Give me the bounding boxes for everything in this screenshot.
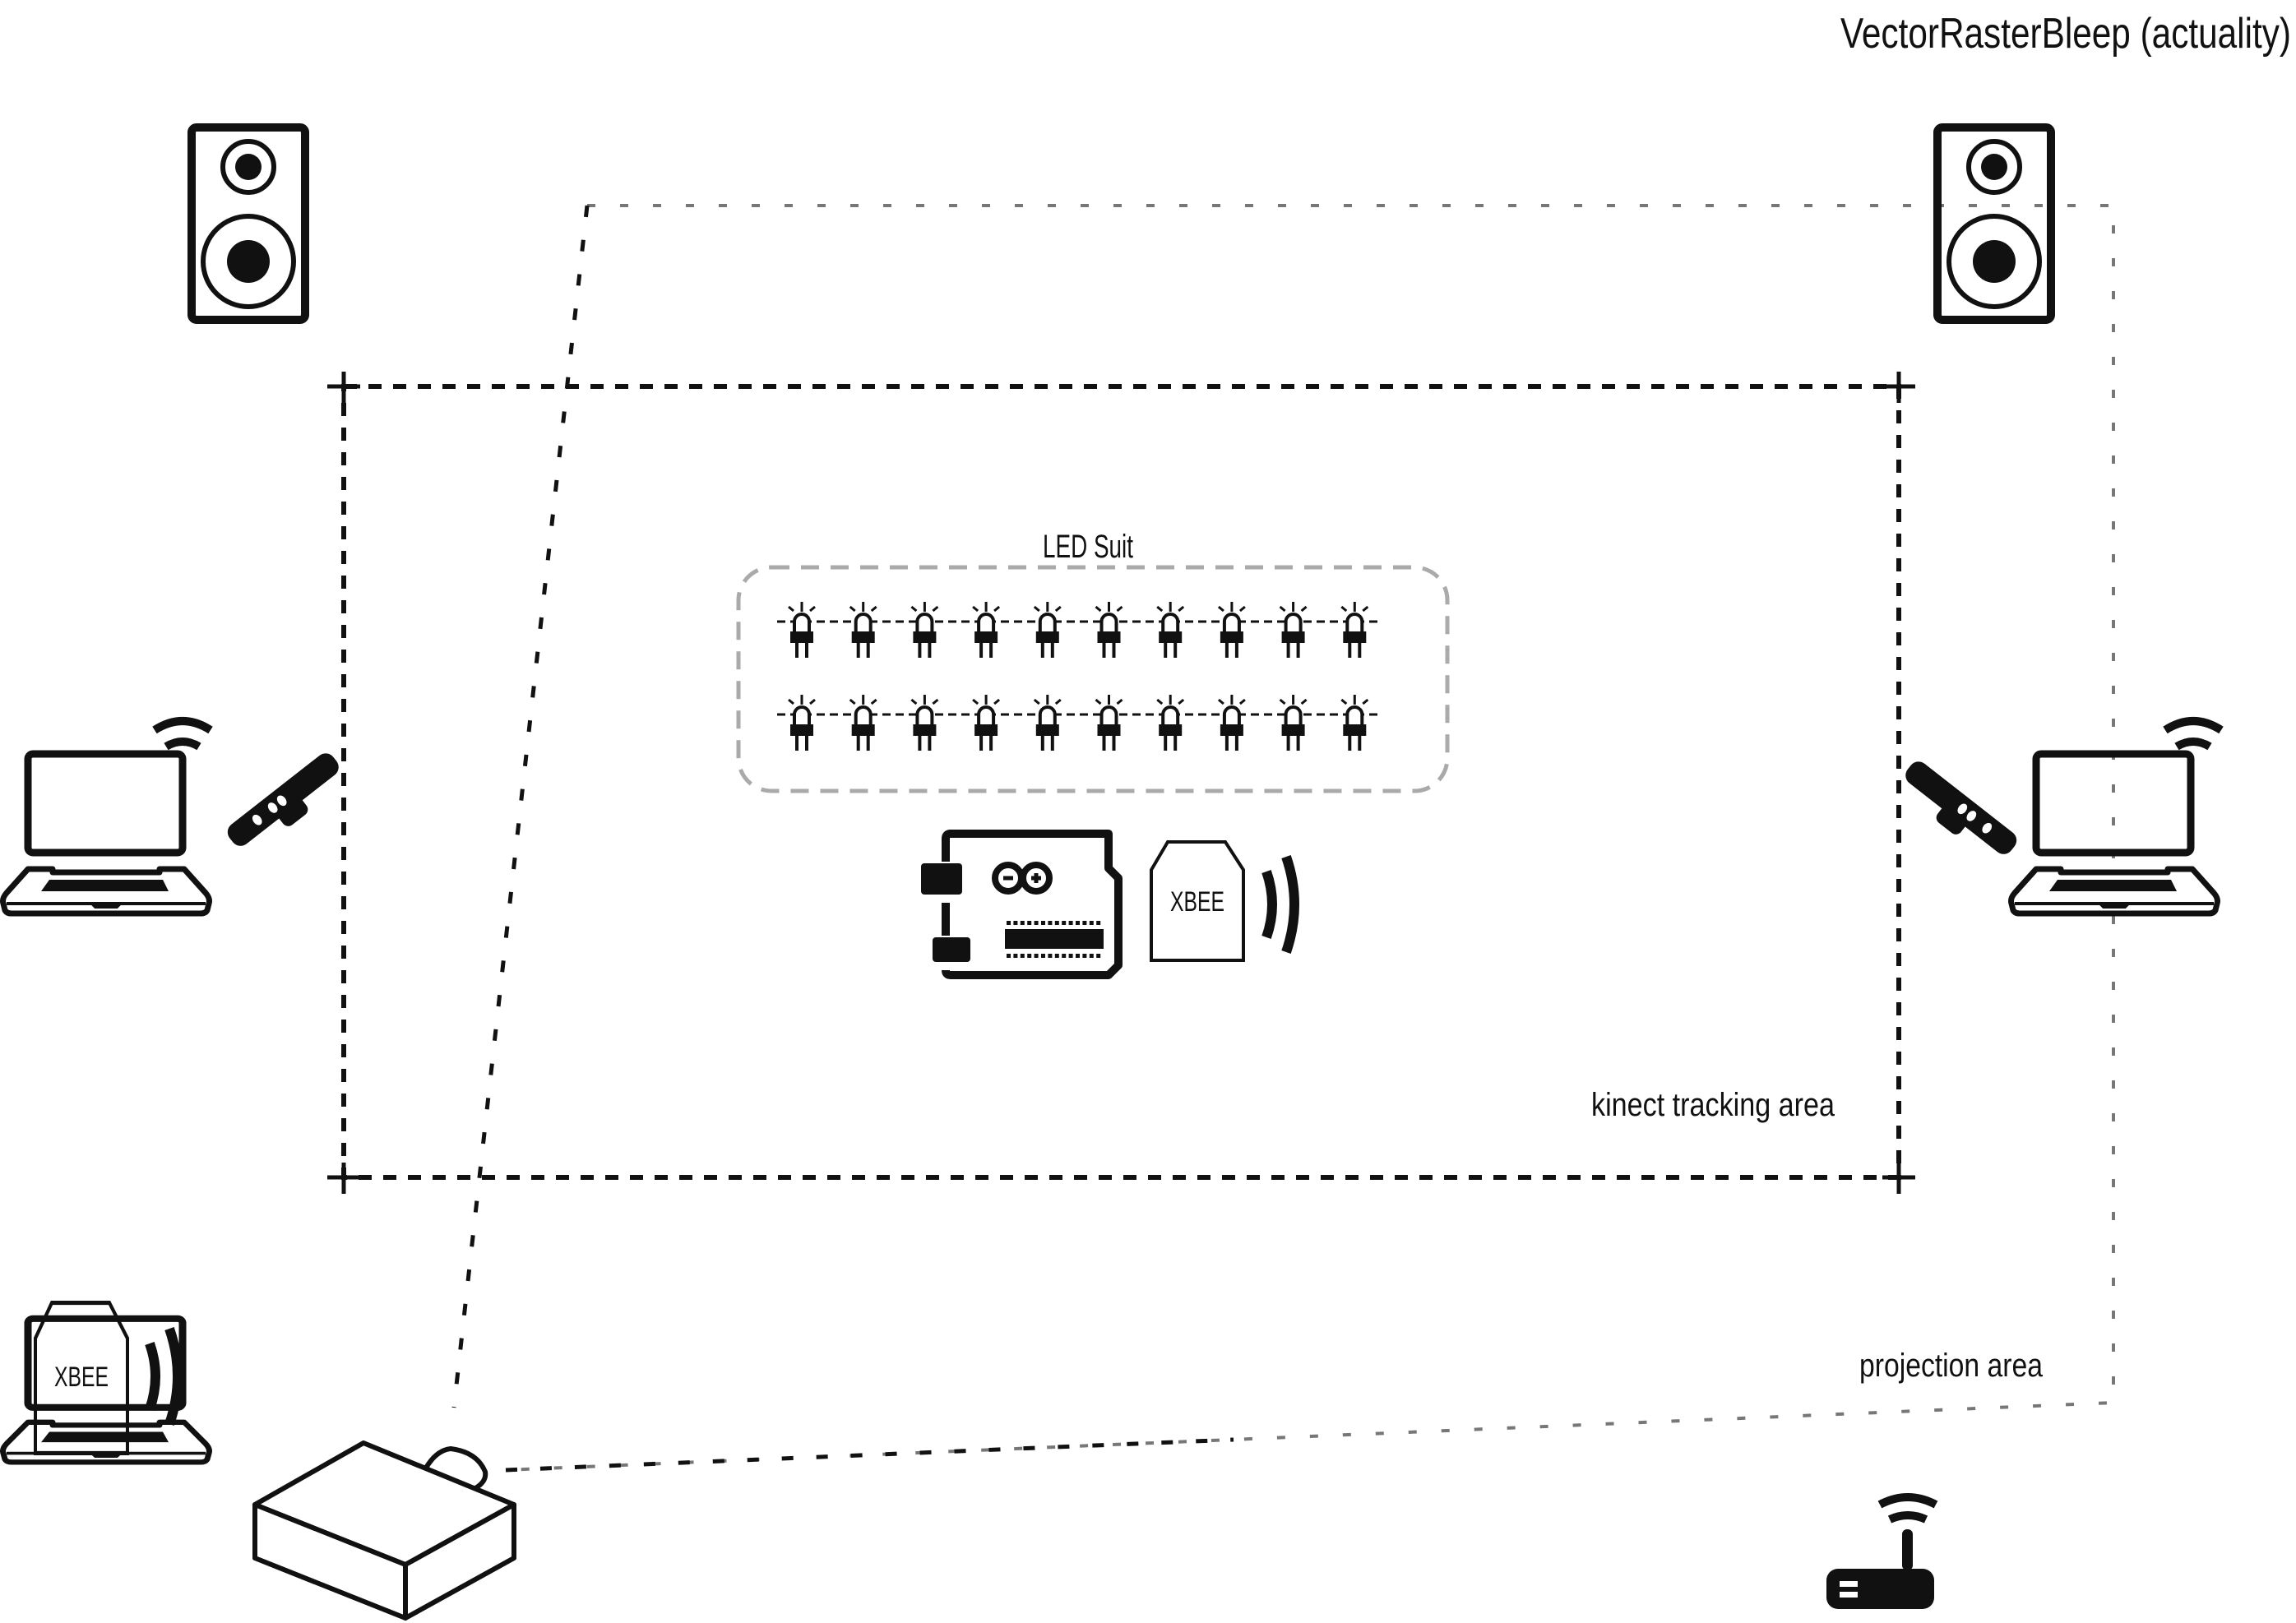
chip-pin — [1027, 921, 1032, 925]
chip-pin — [1054, 954, 1059, 958]
xbee-base-icon: XBEE — [35, 1303, 127, 1454]
chip-pin — [1089, 954, 1094, 958]
arduino-icon — [921, 830, 1123, 979]
chip-pin — [1007, 921, 1011, 925]
chip-pin — [1082, 921, 1087, 925]
led-suit-boundary — [736, 565, 1450, 793]
chip-pin — [1041, 954, 1045, 958]
kinect-left-icon — [224, 749, 351, 861]
wifi-router-icon — [1826, 1493, 1938, 1609]
xbee-suit-icon: XBEE — [1150, 840, 1245, 962]
chip-pin — [1013, 954, 1018, 958]
projection-area-label: projection area — [1859, 1348, 2044, 1384]
chip-pin — [1068, 921, 1073, 925]
chip-pin — [1076, 921, 1080, 925]
chip-pin — [1034, 954, 1039, 958]
diagram-title: VectorRasterBleep (actuality) — [1840, 10, 2291, 58]
speaker-left-icon — [192, 127, 305, 320]
xbee-base-label: XBEE — [54, 1362, 109, 1393]
chip-pin — [1020, 954, 1025, 958]
led-grid — [777, 600, 1380, 752]
chip-pin — [1041, 921, 1045, 925]
laptop-right-icon — [2011, 754, 2218, 913]
chip-pin — [1007, 954, 1011, 958]
chip-pin — [1013, 921, 1018, 925]
kinect-tracking-area-label: kinect tracking area — [1591, 1087, 1835, 1123]
wifi-right-icon — [2165, 721, 2221, 747]
speaker-right-icon — [1937, 127, 2051, 320]
led-suit-label: LED Suit — [1043, 529, 1133, 565]
chip-pin — [1048, 954, 1053, 958]
chip-pin — [1034, 921, 1039, 925]
chip-pin — [1068, 954, 1073, 958]
chip-pin — [1054, 921, 1059, 925]
chip-pin — [1096, 921, 1101, 925]
projector-icon — [252, 1440, 516, 1621]
chip-pin — [1089, 921, 1094, 925]
xbee-suit-label: XBEE — [1170, 886, 1224, 918]
chip-pin — [1048, 921, 1053, 925]
chip-pin — [1096, 954, 1101, 958]
xbee-suit-signal-icon — [1266, 857, 1294, 952]
chip-pin — [1076, 954, 1080, 958]
chip-pin — [1027, 954, 1032, 958]
chip-pin — [1020, 921, 1025, 925]
kinect-right-icon — [1893, 757, 2021, 869]
wifi-left-icon — [155, 721, 211, 747]
chip-pin — [1062, 954, 1067, 958]
chip-pin — [1062, 921, 1067, 925]
laptop-left-icon — [3, 754, 210, 913]
projection-area-outline — [451, 204, 2115, 1473]
kinect-tracking-area-outline — [327, 372, 1915, 1194]
chip-pin — [1082, 954, 1087, 958]
